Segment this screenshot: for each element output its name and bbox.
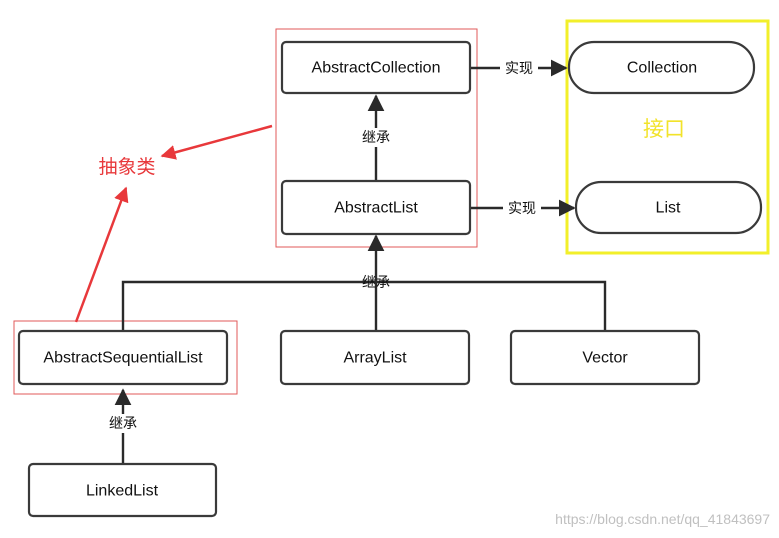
node-array-list: ArrayList xyxy=(279,329,471,386)
node-linked-list: LinkedList xyxy=(27,462,218,518)
inherits-label: 继承 xyxy=(362,130,390,146)
inheritance-bus xyxy=(121,280,607,330)
watermark-text: https://blog.csdn.net/qq_41843697 xyxy=(555,511,770,527)
node-label: Vector xyxy=(582,350,628,367)
node-label: List xyxy=(656,200,681,217)
interface-label: 接口 xyxy=(643,117,685,141)
interface-frame xyxy=(565,19,770,255)
node-label: AbstractCollection xyxy=(312,60,441,77)
node-abstract-list: AbstractList xyxy=(280,179,472,236)
inherits-label: 继承 xyxy=(109,416,137,432)
node-label: ArrayList xyxy=(343,350,407,367)
implements-label: 实现 xyxy=(505,61,533,77)
implements-label: 实现 xyxy=(508,201,536,217)
abstract-pointer-arrow-top xyxy=(160,124,273,160)
abstract-class-label: 抽象类 xyxy=(98,156,155,178)
node-label: AbstractList xyxy=(334,200,418,217)
node-list: List xyxy=(574,180,763,235)
node-abstract-collection: AbstractCollection xyxy=(280,40,472,95)
inherits-label: 继承 xyxy=(362,275,390,291)
abstract-pointer-arrow-bottom xyxy=(74,186,129,323)
node-collection: Collection xyxy=(567,40,756,95)
node-label: AbstractSequentialList xyxy=(43,350,203,367)
node-label: Collection xyxy=(627,60,697,77)
node-vector: Vector xyxy=(509,329,701,386)
node-label: LinkedList xyxy=(86,483,159,500)
node-abstract-sequential-list: AbstractSequentialList xyxy=(17,329,229,386)
